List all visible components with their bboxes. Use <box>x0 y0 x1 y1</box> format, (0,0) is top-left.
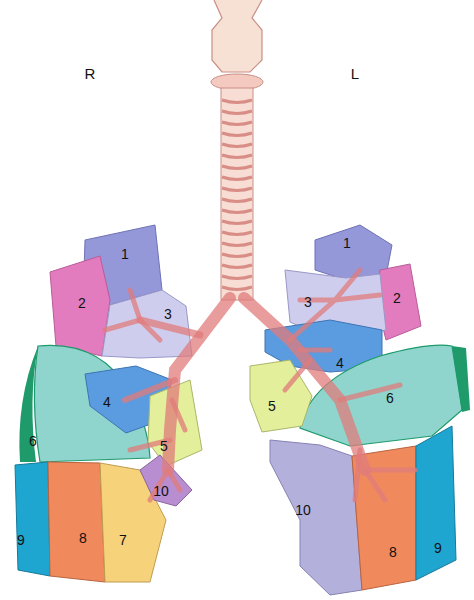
tracheal-ring <box>222 166 252 169</box>
segment <box>15 462 50 576</box>
segment-edge <box>19 346 38 462</box>
tracheal-ring <box>222 232 252 235</box>
segment-number: 7 <box>119 533 127 547</box>
tracheal-ring <box>222 133 252 136</box>
tracheal-ring <box>222 265 252 268</box>
segment-number: 5 <box>160 439 168 453</box>
tracheal-ring <box>222 144 252 147</box>
segment-number: 2 <box>78 296 86 310</box>
segment-number: 4 <box>336 356 344 370</box>
tracheal-ring <box>222 276 252 279</box>
segment-number: 3 <box>164 307 172 321</box>
tracheal-ring <box>222 188 252 191</box>
tracheal-ring <box>222 155 252 158</box>
side-label: L <box>351 66 359 81</box>
tracheal-ring <box>222 254 252 257</box>
segment-number: 1 <box>121 247 129 261</box>
side-label: R <box>85 66 96 81</box>
tracheal-ring <box>222 221 252 224</box>
segment-number: 1 <box>343 236 351 250</box>
segment <box>48 462 105 582</box>
segment-number: 2 <box>393 291 401 305</box>
segment-number: 10 <box>153 484 169 498</box>
segment-number: 9 <box>434 541 442 555</box>
segment-number: 6 <box>29 434 37 448</box>
tracheal-ring <box>222 122 252 125</box>
segment-edge <box>452 346 470 412</box>
larynx <box>212 0 262 72</box>
segment-number: 5 <box>268 399 276 413</box>
segment-number: 8 <box>79 531 87 545</box>
segment <box>300 345 462 446</box>
segment <box>102 290 192 358</box>
tracheal-ring <box>222 199 252 202</box>
tracheal-ring <box>222 287 252 290</box>
segment <box>270 440 362 595</box>
segment-number: 9 <box>17 533 25 547</box>
segment-number: 3 <box>304 295 312 309</box>
tracheal-ring <box>222 243 252 246</box>
tracheal-ring <box>222 111 252 114</box>
tracheal-ring <box>222 210 252 213</box>
bronchial-tree <box>105 270 415 500</box>
segment <box>416 426 456 580</box>
tracheal-ring <box>222 100 252 103</box>
trachea <box>221 88 253 300</box>
segment-number: 4 <box>103 395 111 409</box>
segment <box>50 256 110 356</box>
segment-number: 8 <box>389 545 397 559</box>
tracheal-ring <box>222 177 252 180</box>
segment-number: 6 <box>386 391 394 405</box>
segment-number: 10 <box>295 503 311 517</box>
